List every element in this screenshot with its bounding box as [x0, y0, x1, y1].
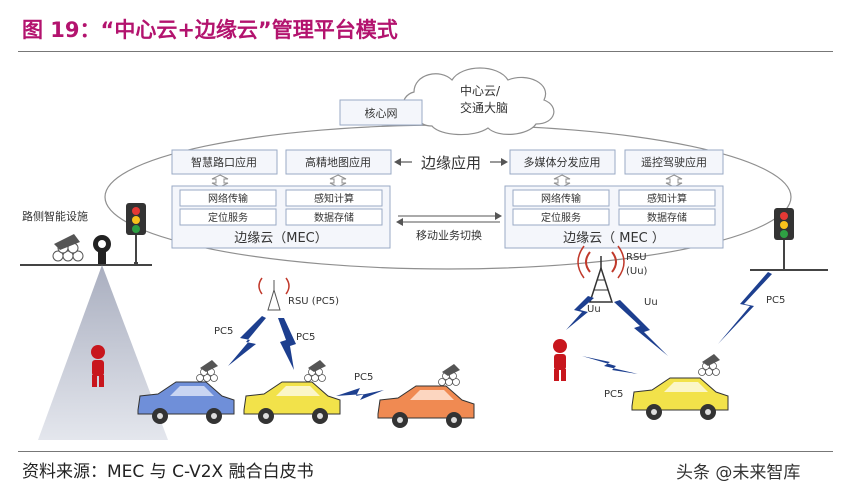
car-orange-icon: [377, 364, 475, 428]
lightning-yellow-to-orange-car: [336, 388, 384, 400]
mec-left-module-perception-label: 感知计算: [314, 192, 354, 205]
handover-arrowhead-left: [396, 218, 403, 226]
core-network-box: [339, 99, 423, 126]
car-blue-icon: [137, 360, 235, 424]
pc5-label-5: PC5: [604, 389, 623, 400]
central-cloud-icon: [402, 67, 555, 136]
mec-right-module-perception-label: 感知计算: [647, 192, 687, 205]
mec-left-module-network-label: 网络传输: [208, 192, 248, 205]
lightning-rsu-right-to-person: [566, 296, 594, 330]
app-hd-map-label: 高精地图应用: [305, 155, 371, 169]
app-media-distribution-label: 多媒体分发应用: [524, 155, 601, 169]
handover-label: 移动业务切换: [416, 228, 482, 242]
mec-right-module-perception: [618, 189, 716, 207]
mec-left-module-positioning: [179, 208, 277, 226]
edge-apps-label: 边缘应用: [421, 154, 481, 172]
edge-apps-arrowhead-left: [394, 158, 401, 166]
figure-title: 图 19：“中心云+边缘云”管理平台模式: [22, 18, 398, 42]
source-divider: [18, 451, 833, 452]
mec-left-module-network: [179, 189, 277, 207]
mec-right-module-storage-label: 数据存储: [647, 211, 687, 224]
mec-right-module-positioning-label: 定位服务: [541, 211, 581, 224]
mec-right-module-network: [512, 189, 610, 207]
pc5-label-4: PC5: [766, 295, 785, 306]
app-box-remote-driving: [624, 149, 724, 175]
app-box-hd-map: [285, 149, 392, 175]
center-cloud-label: 中心云/: [460, 83, 501, 98]
pedestrian-left-icon: [91, 345, 105, 387]
mec-left-module-positioning-label: 定位服务: [208, 211, 248, 224]
app-smart-intersection-label: 智慧路口应用: [191, 155, 257, 169]
app-box-smart-intersection: [171, 149, 278, 175]
pedestrian-right-icon: [553, 339, 567, 381]
roadside-sensor-icon: [52, 234, 84, 262]
handover-arrowhead-right: [495, 212, 502, 220]
rsu-right-label: RSU: [626, 252, 647, 263]
mec-right-module-positioning: [512, 208, 610, 226]
app-mec-connectors: [211, 174, 683, 188]
lightning-rsu-left-to-yellow-car: [278, 318, 296, 370]
lightning-rsu-left-to-blue-car: [228, 316, 266, 366]
pc5-label-3: PC5: [354, 372, 373, 383]
roadside-facility-label: 路侧智能设施: [22, 209, 88, 223]
edge-apps-arrowhead-right: [501, 158, 508, 166]
mec-right-module-network-label: 网络传输: [541, 192, 581, 205]
rsu-right-label-2: (Uu): [626, 266, 648, 277]
car-yellow-icon: [243, 360, 341, 424]
core-network-label: 核心网: [365, 106, 398, 120]
pc5-label-2: PC5: [296, 332, 315, 343]
mec-left-label: 边缘云（MEC）: [234, 231, 328, 246]
rsu-right-icon: [577, 245, 625, 303]
figure-source: 资料来源：MEC 与 C-V2X 融合白皮书: [22, 462, 314, 482]
traffic-light-right-icon: [774, 208, 794, 270]
lightning-person-to-car: [582, 356, 638, 374]
mec-left-module-perception: [285, 189, 383, 207]
camera-icon: [93, 235, 111, 264]
uu-label-1: Uu: [587, 304, 601, 315]
mec-left-module-storage: [285, 208, 383, 226]
mec-left-module-storage-label: 数据存储: [314, 211, 354, 224]
mec-right-label: 边缘云（ MEC ）: [563, 231, 665, 246]
car-yellow-right-icon: [631, 354, 729, 420]
lightning-car-to-traffic-light: [718, 272, 772, 344]
watermark: 头条 @未来智库: [676, 463, 801, 483]
traffic-light-left-icon: [126, 203, 146, 266]
center-cloud-label-2: 交通大脑: [460, 100, 508, 115]
rsu-left-label: RSU (PC5): [288, 296, 339, 307]
rsu-left-icon: [258, 277, 290, 311]
lightning-rsu-right-to-car: [614, 300, 668, 356]
mec-right-module-storage: [618, 208, 716, 226]
uu-label-2: Uu: [644, 297, 658, 308]
app-box-media-distribution: [509, 149, 616, 175]
title-divider: [18, 51, 833, 52]
wireless-links: [228, 272, 772, 400]
pc5-label-1: PC5: [214, 326, 233, 337]
app-remote-driving-label: 遥控驾驶应用: [641, 155, 707, 169]
